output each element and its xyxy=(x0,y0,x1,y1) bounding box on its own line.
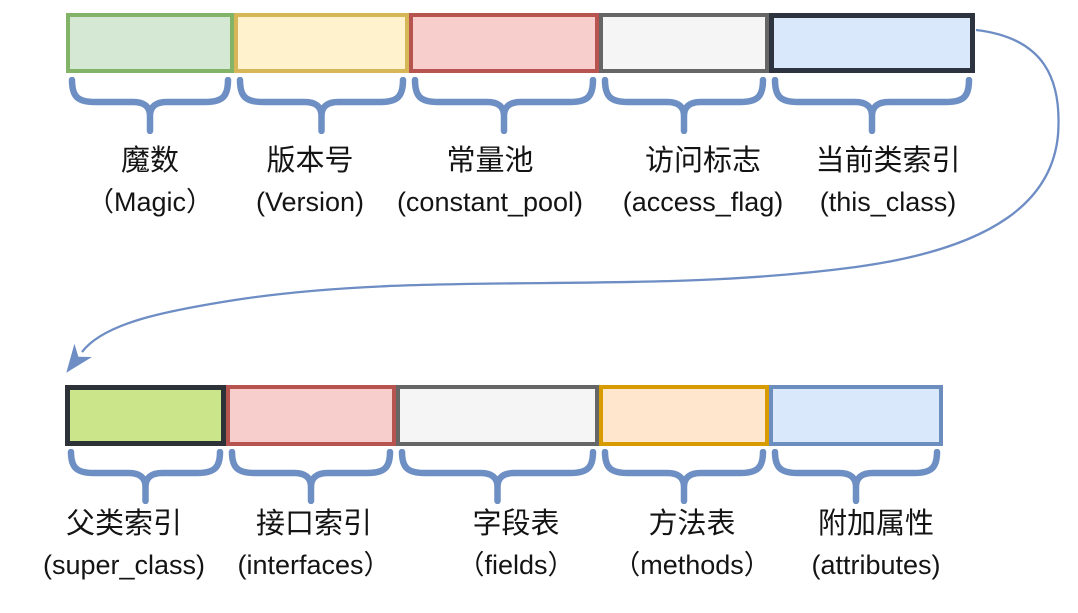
label-interfaces-en: (interfaces） xyxy=(237,550,391,580)
box-version xyxy=(234,13,409,73)
box-fields xyxy=(396,385,599,446)
box-magic xyxy=(66,13,234,73)
label-fields: 字段表 （fields） xyxy=(457,504,574,586)
label-magic: 魔数 （Magic） xyxy=(87,141,213,223)
label-methods: 方法表 （methods） xyxy=(613,504,771,586)
label-magic-zh: 魔数 xyxy=(120,145,179,177)
label-methods-en: （methods） xyxy=(613,550,771,580)
label-fields-zh: 字段表 xyxy=(472,508,560,540)
label-version-zh: 版本号 xyxy=(266,145,354,177)
brace-methods-icon xyxy=(601,449,767,504)
label-fields-en: （fields） xyxy=(457,550,575,580)
label-methods-zh: 方法表 xyxy=(648,508,736,540)
label-attributes-en: (attributes) xyxy=(811,550,941,580)
brace-super-class-icon xyxy=(67,449,224,504)
label-super-class-zh: 父类索引 xyxy=(65,508,182,540)
brace-fields-icon xyxy=(398,449,597,504)
brace-this-class-icon xyxy=(771,77,973,134)
label-this-class-zh: 当前类索引 xyxy=(815,145,961,177)
label-access-flag-en: (access_flag) xyxy=(622,187,784,217)
box-attributes xyxy=(769,385,943,446)
box-interfaces xyxy=(226,385,396,446)
label-access-flag-zh: 访问标志 xyxy=(644,145,762,177)
brace-access-flag-icon xyxy=(601,77,767,134)
label-version-en: (Version) xyxy=(255,187,365,217)
label-super-class-en: (super_class) xyxy=(42,550,206,580)
label-interfaces-zh: 接口索引 xyxy=(255,508,372,540)
label-this-class: 当前类索引 (this_class) xyxy=(815,141,960,223)
box-constant-pool xyxy=(409,13,599,73)
box-super-class xyxy=(65,385,226,446)
box-this-class xyxy=(769,13,975,73)
label-version: 版本号 (Version) xyxy=(256,141,364,223)
label-attributes: 附加属性 (attributes) xyxy=(811,504,940,586)
brace-interfaces-icon xyxy=(228,449,394,504)
brace-attributes-icon xyxy=(771,449,941,504)
brace-constant-pool-icon xyxy=(411,77,597,134)
label-this-class-en: (this_class) xyxy=(819,187,957,217)
box-access-flag xyxy=(599,13,769,73)
brace-magic-icon xyxy=(68,77,232,134)
label-super-class: 父类索引 (super_class) xyxy=(43,504,205,586)
brace-version-icon xyxy=(236,77,407,134)
label-constant-pool-en: (constant_pool) xyxy=(396,187,584,217)
label-access-flag: 访问标志 (access_flag) xyxy=(623,141,784,223)
label-magic-en: （Magic） xyxy=(86,187,214,217)
label-constant-pool: 常量池 (constant_pool) xyxy=(397,141,583,223)
label-attributes-zh: 附加属性 xyxy=(817,508,935,540)
label-constant-pool-zh: 常量池 xyxy=(446,145,534,177)
label-interfaces: 接口索引 (interfaces） xyxy=(237,504,390,586)
box-methods xyxy=(599,385,769,446)
